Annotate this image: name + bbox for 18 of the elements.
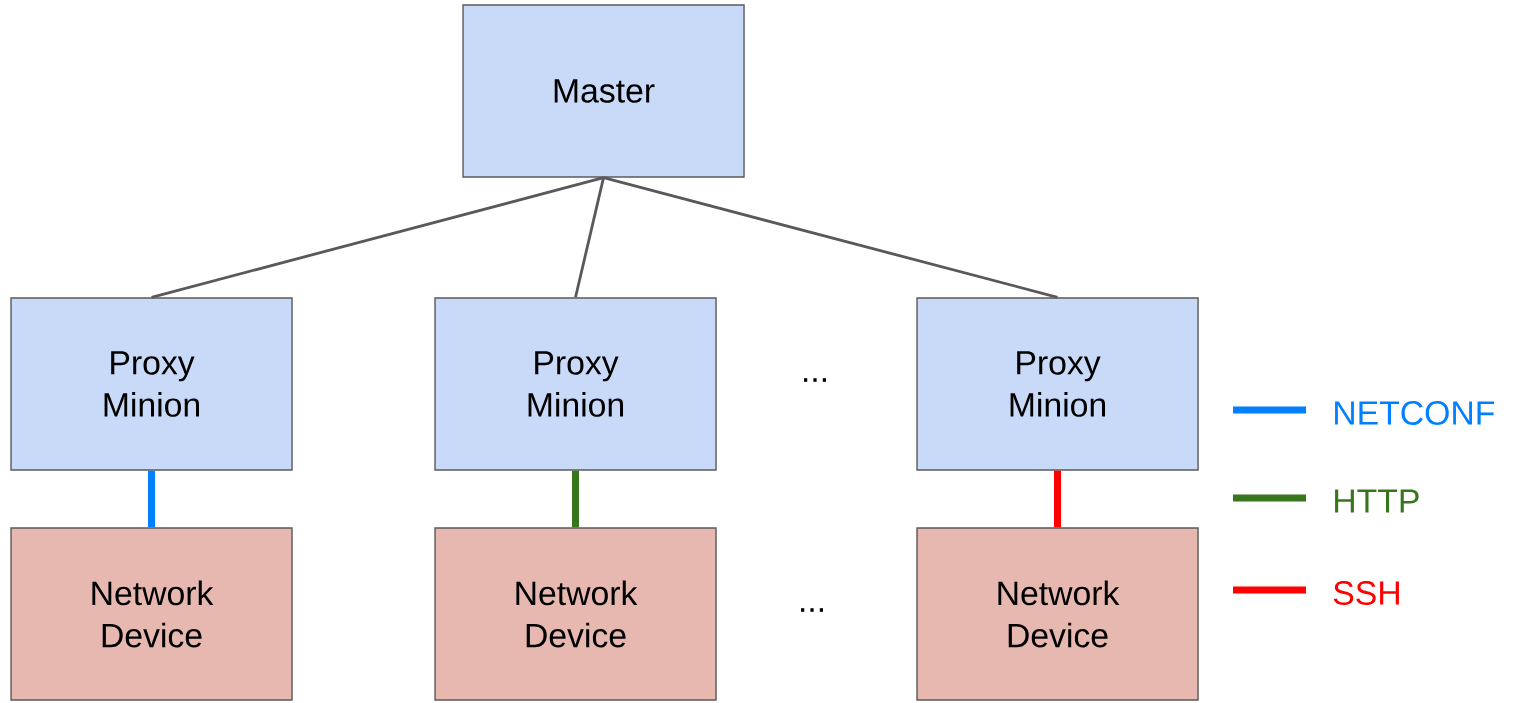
connector-line [603,176,1058,299]
connector-line [151,176,604,299]
device-box: Network Device [434,527,717,701]
proxy-box: Proxy Minion [10,297,293,471]
proxy-box: Proxy Minion [916,297,1199,471]
device-box: Network Device [10,527,293,701]
device-box: Network Device [916,527,1199,701]
legend-label: HTTP [1335,489,1419,513]
master-box: Master [462,4,745,178]
proxy-box: Proxy Minion [434,297,717,471]
legend-label: SSH [1333,581,1399,605]
connector-line [572,470,580,528]
legend-label: NETCONF [1335,401,1494,425]
ellipsis: ... [804,378,826,382]
connector-line [148,470,156,528]
ellipsis: ... [801,608,823,612]
connector-line [574,177,605,298]
connector-line [1054,470,1062,528]
